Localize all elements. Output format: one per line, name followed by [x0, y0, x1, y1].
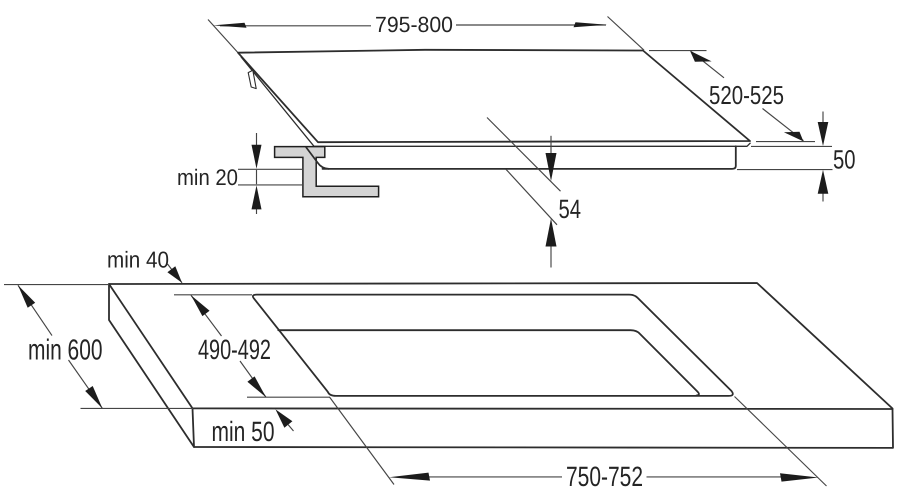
svg-text:min 40: min 40 [107, 246, 169, 272]
svg-text:750-752: 750-752 [566, 461, 643, 492]
svg-text:795-800: 795-800 [375, 12, 453, 37]
svg-text:min 600: min 600 [28, 334, 103, 366]
svg-text:50: 50 [833, 145, 856, 175]
svg-text:54: 54 [559, 194, 582, 224]
svg-text:min 50: min 50 [212, 416, 275, 447]
svg-text:490-492: 490-492 [198, 334, 271, 365]
svg-text:min 20: min 20 [177, 165, 238, 190]
svg-text:520-525: 520-525 [709, 80, 784, 110]
